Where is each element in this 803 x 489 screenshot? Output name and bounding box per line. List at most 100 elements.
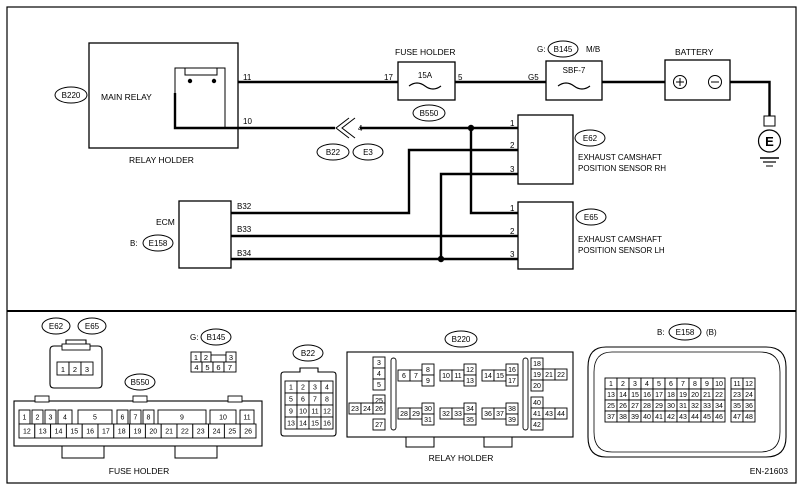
b550-pin-1: 1 bbox=[23, 415, 27, 422]
b145-badge bbox=[200, 328, 232, 346]
junction-pin-4: 4 bbox=[358, 124, 363, 133]
sbf-prefix: G: bbox=[537, 45, 545, 54]
b220-pin-19: 19 bbox=[533, 372, 541, 379]
e158-suffix: (B) bbox=[706, 328, 717, 337]
b550-pin-13: 13 bbox=[39, 429, 47, 436]
e158-pin-48: 48 bbox=[745, 414, 753, 421]
e158-pin-28: 28 bbox=[643, 403, 651, 410]
b550-pin-23: 23 bbox=[197, 429, 205, 436]
b220-pin-10: 10 bbox=[442, 373, 450, 380]
b550-pin-16: 16 bbox=[86, 429, 94, 436]
b145-code-badge bbox=[547, 40, 579, 58]
b550-pin-15: 15 bbox=[70, 429, 78, 436]
e158-pin-32: 32 bbox=[691, 403, 699, 410]
b220-pin-5-cell bbox=[372, 378, 386, 391]
b22-badge bbox=[292, 344, 324, 362]
sensor-rh: 1 2 3 E62 EXHAUST CAMSHAFT POSITION SENS… bbox=[510, 114, 666, 185]
connector-b145: G: B145 1 2 3 4 5 6 7 bbox=[190, 328, 237, 373]
sensor-lh-line1: EXHAUST CAMSHAFT bbox=[578, 235, 662, 244]
b220-pin-8: 8 bbox=[426, 367, 430, 374]
e158-pin-46-cell bbox=[712, 410, 726, 423]
svg-text:3: 3 bbox=[229, 353, 233, 362]
b220-pin-38: 38 bbox=[508, 406, 516, 413]
e158-pin-46: 46 bbox=[715, 414, 723, 421]
b220-pin-11: 11 bbox=[454, 373, 461, 380]
e158-pin-34: 34 bbox=[715, 403, 723, 410]
b220-pin-9: 9 bbox=[426, 378, 430, 385]
wire-b32 bbox=[231, 148, 518, 215]
b550-pin-3: 3 bbox=[49, 415, 53, 422]
e65-code-badge bbox=[575, 208, 607, 226]
sensor-lh-pin-1: 1 bbox=[510, 204, 515, 213]
b22-pin-7: 7 bbox=[313, 397, 317, 404]
svg-text:E65: E65 bbox=[85, 322, 100, 331]
b220-pin-15: 15 bbox=[496, 373, 504, 380]
e158-pin-38: 38 bbox=[619, 414, 627, 421]
wire-battery-to-ground bbox=[730, 80, 771, 116]
e158-pin-16: 16 bbox=[643, 392, 651, 399]
e158-pin-12: 12 bbox=[745, 381, 753, 388]
e158-pin-31: 31 bbox=[679, 403, 687, 410]
ecm-code: E158 bbox=[149, 239, 168, 248]
fuse-pin-5: 5 bbox=[458, 73, 463, 82]
b220-pin-27-cell bbox=[372, 418, 386, 431]
sbf-box bbox=[545, 60, 603, 101]
b220-pin-41: 41 bbox=[533, 411, 541, 418]
e158-pin-13: 13 bbox=[607, 392, 615, 399]
sensor-lh: 1 2 3 E65 EXHAUST CAMSHAFT POSITION SENS… bbox=[510, 201, 665, 270]
b550-pin-24: 24 bbox=[213, 429, 221, 436]
b220-pin-28: 28 bbox=[400, 411, 408, 418]
fuse-symbol bbox=[408, 82, 442, 90]
svg-text:6: 6 bbox=[216, 363, 220, 372]
b220-pin-17-cell bbox=[505, 374, 519, 387]
b220-pin-25: 25 bbox=[375, 398, 383, 405]
sbf-7: G: B145 M/B SBF-7 G5 bbox=[528, 40, 603, 101]
e158-pin-29: 29 bbox=[655, 403, 663, 410]
b220-pin-22-cell bbox=[554, 368, 568, 381]
relay-contact-a bbox=[187, 78, 193, 84]
b550-pin-20: 20 bbox=[149, 429, 157, 436]
b220-pin-44: 44 bbox=[557, 411, 565, 418]
e158-prefix: B: bbox=[657, 328, 665, 337]
ecm-label: ECM bbox=[156, 217, 175, 227]
sensor-rh-code: E62 bbox=[583, 134, 598, 143]
e158-pin-48-cell bbox=[742, 410, 756, 423]
b220-badge bbox=[444, 330, 478, 348]
b22-pin-9: 9 bbox=[289, 409, 293, 416]
b550-pin-5: 5 bbox=[93, 415, 97, 422]
sensor-lh-box bbox=[517, 201, 574, 270]
fuse-pin-17: 17 bbox=[384, 73, 393, 82]
b550-pin-17: 17 bbox=[102, 429, 110, 436]
e3-code-badge: E3 bbox=[352, 143, 384, 161]
ecm-pin-b32: B32 bbox=[237, 202, 252, 211]
b550-pin-2: 2 bbox=[36, 415, 40, 422]
e158-pin-26: 26 bbox=[619, 403, 627, 410]
b220-pin-13: 13 bbox=[466, 378, 474, 385]
b220-pin-18: 18 bbox=[533, 361, 541, 368]
svg-text:2: 2 bbox=[73, 365, 77, 374]
relay-pin-11: 11 bbox=[243, 73, 252, 82]
e158-pin-39: 39 bbox=[631, 414, 639, 421]
e158-pin-30: 30 bbox=[667, 403, 675, 410]
e65-badge bbox=[77, 317, 107, 335]
b220-label: RELAY HOLDER bbox=[429, 453, 494, 463]
e158-pin-41: 41 bbox=[655, 414, 663, 421]
b550-pin-6: 6 bbox=[121, 415, 125, 422]
b22-pin-4: 4 bbox=[325, 385, 329, 392]
svg-text:7: 7 bbox=[228, 363, 232, 372]
b220-pin-42: 42 bbox=[533, 422, 541, 429]
b550-pin-12: 12 bbox=[23, 429, 31, 436]
b220-pin-12: 12 bbox=[466, 367, 474, 374]
e158-pin-45: 45 bbox=[703, 414, 711, 421]
ground-symbol: E bbox=[757, 115, 782, 167]
b22-pin-11: 11 bbox=[311, 409, 318, 416]
b220-pin-27: 27 bbox=[375, 422, 383, 429]
b220-pin-21: 21 bbox=[545, 372, 553, 379]
svg-text:3: 3 bbox=[85, 365, 89, 374]
sbf-fuse-symbol bbox=[557, 82, 591, 90]
b550-pin-26-cell bbox=[239, 423, 257, 439]
splice-point-1 bbox=[467, 124, 475, 132]
e158-pin-22: 22 bbox=[715, 392, 723, 399]
fuse-holder: FUSE HOLDER 15A 17 5 bbox=[384, 47, 463, 101]
